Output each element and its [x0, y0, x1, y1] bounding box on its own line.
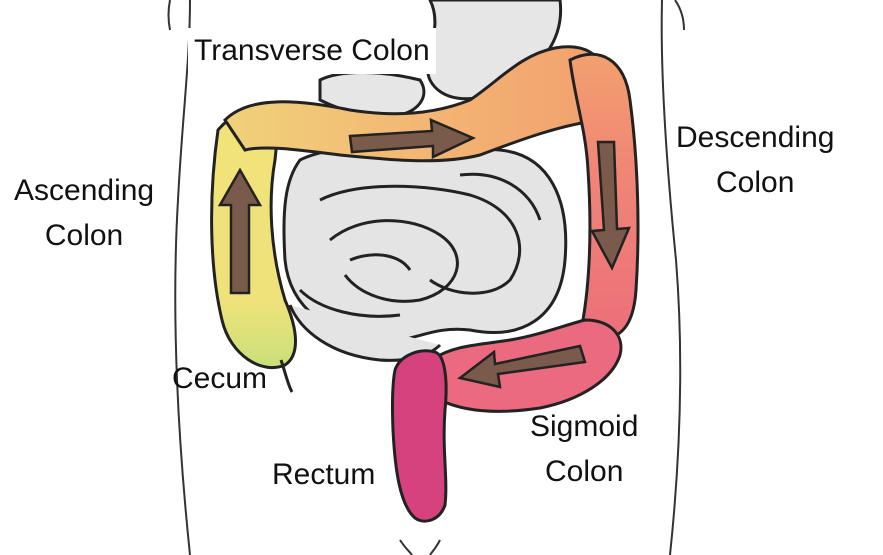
ascending-colon-label: Ascending Colon: [14, 174, 155, 252]
arrow-left-sigmoid: [457, 344, 587, 389]
arrow-up-ascending: [217, 167, 263, 295]
arrow-right-transverse: [348, 118, 477, 159]
descending-colon-label: Descending Colon: [676, 121, 835, 199]
rectum-label: Rectum: [272, 458, 376, 491]
sigmoid-colon-label: Sigmoid Colon: [530, 410, 639, 488]
rectum: [390, 349, 448, 523]
transverse-colon-label: Transverse Colon: [188, 28, 436, 74]
body-outline: [167, 0, 685, 555]
arrow-down-descending: [589, 140, 631, 271]
flow-arrows: [217, 118, 631, 389]
small-intestine: [282, 144, 568, 362]
cecum-label: Cecum: [172, 362, 268, 395]
